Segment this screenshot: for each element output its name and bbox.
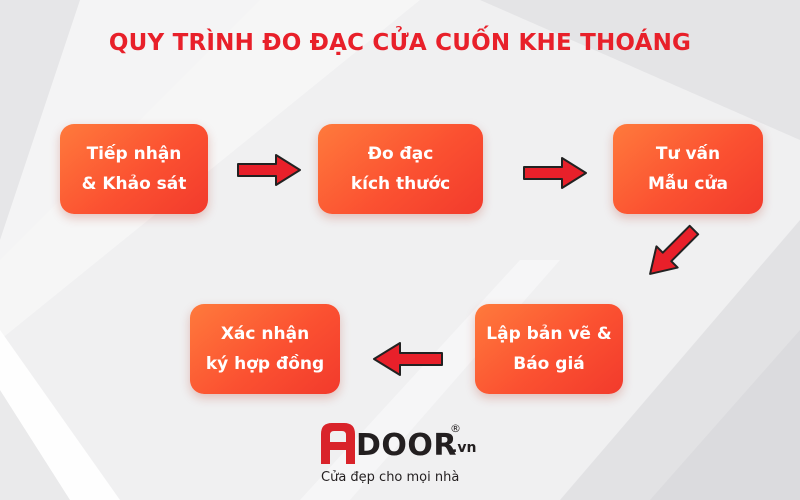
step-label-line: & Khảo sát: [81, 174, 187, 194]
step-label-line: Mẫu cửa: [647, 174, 729, 194]
step-label-line: Tư vấn: [655, 144, 721, 164]
step-box-drawing-quote: Lập bản vẽ & Báo giá: [475, 304, 623, 394]
step-label-line: Lập bản vẽ &: [486, 324, 612, 344]
step-label-line: Tiếp nhận: [86, 144, 182, 164]
a-door-logo-icon: [321, 423, 355, 464]
step-label-line: Báo giá: [513, 354, 585, 374]
logo-suffix: .vn: [452, 440, 477, 456]
step-box-measure: Đo đạc kích thước: [318, 124, 483, 214]
page-title: QUY TRÌNH ĐO ĐẠC CỬA CUỐN KHE THOÁNG: [108, 30, 692, 56]
logo-word: DOOR: [356, 428, 458, 463]
step-label-line: ký hợp đồng: [205, 354, 325, 374]
step-box-contract: Xác nhận ký hợp đồng: [190, 304, 340, 394]
adoor-logo: DOOR ® .vn Cửa đẹp cho mọi nhà: [318, 416, 488, 496]
step-box-consult: Tư vấn Mẫu cửa: [613, 124, 763, 214]
flow-arrow-4-to-5: [373, 342, 443, 376]
step-label-line: Xác nhận: [220, 324, 310, 344]
step-box-receive-survey: Tiếp nhận & Khảo sát: [60, 124, 208, 214]
step-label-line: Đo đạc: [367, 144, 434, 164]
step-label-line: kích thước: [350, 174, 451, 194]
flow-arrow-2-to-3: [523, 157, 587, 189]
logo-registered-mark: ®: [450, 422, 461, 435]
logo-slogan: Cửa đẹp cho mọi nhà: [321, 470, 460, 485]
flow-arrow-3-to-4: [649, 224, 700, 275]
flow-arrow-1-to-2: [237, 154, 301, 186]
